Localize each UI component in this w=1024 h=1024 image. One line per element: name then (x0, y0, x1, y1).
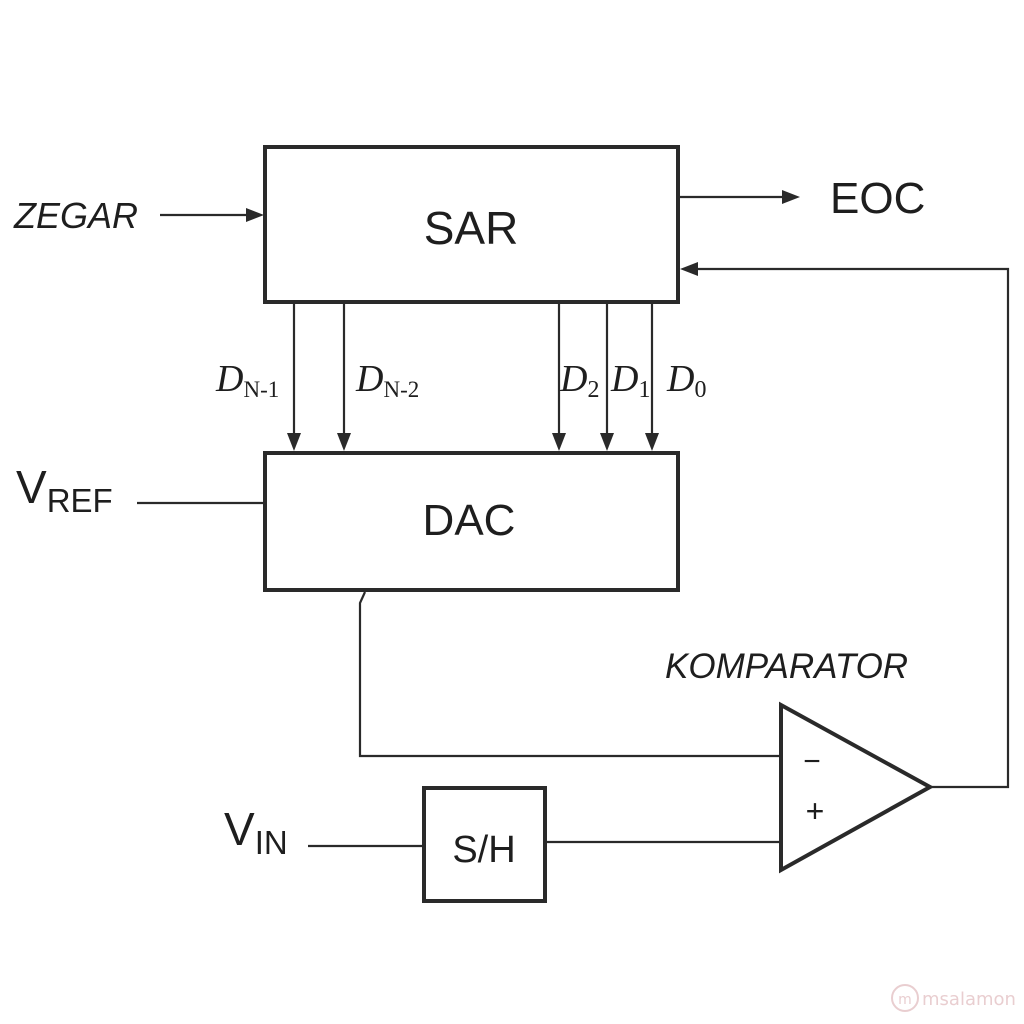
comparator-minus-sign: − (803, 745, 821, 778)
feedback-arrow-icon (680, 262, 698, 276)
clock-arrow-icon (246, 208, 264, 222)
comparator-triangle (779, 701, 935, 874)
comparator-plus-sign: + (806, 793, 825, 829)
watermark-logo-icon (891, 984, 919, 1012)
bit-label-d1: D1 (610, 358, 650, 403)
watermark-logo-glyph: m (898, 992, 912, 1008)
bit-arrow-icon (600, 433, 614, 451)
bit-arrow-icon (552, 433, 566, 451)
bit-arrow-icon (287, 433, 301, 451)
sample-hold-block (422, 786, 547, 903)
dac-output-wire (358, 591, 781, 758)
data-bit-lines (287, 304, 659, 451)
vref-label: VREF (16, 461, 113, 519)
sar-label: SAR (424, 202, 519, 254)
comparator-label: KOMPARATOR (665, 647, 908, 686)
bit-label-d0: D0 (666, 358, 706, 403)
bit-arrow-icon (337, 433, 351, 451)
bit-arrow-icon (645, 433, 659, 451)
eoc-label: EOC (830, 174, 925, 223)
watermark: m msalamon (891, 984, 1016, 1012)
sample-hold-label: S/H (452, 829, 515, 871)
bit-label-dn2: DN-2 (355, 358, 419, 402)
vin-label: VIN (224, 803, 288, 861)
comparator-feedback-wire (694, 267, 1010, 789)
sar-block (263, 145, 680, 304)
eoc-arrow-icon (782, 190, 800, 204)
dac-block (263, 451, 680, 592)
dac-label: DAC (423, 496, 516, 545)
bit-label-d2: D2 (559, 358, 599, 403)
bit-label-dn1: DN-1 (215, 358, 279, 402)
watermark-text: msalamon (922, 989, 1016, 1010)
clock-label: ZEGAR (13, 195, 138, 236)
